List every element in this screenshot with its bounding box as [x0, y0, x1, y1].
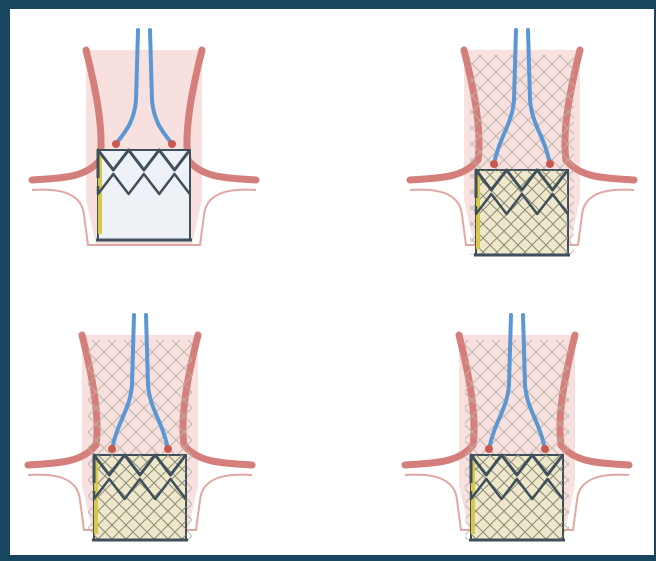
panel-bottom-right: [405, 315, 629, 540]
graft-mesh: [471, 455, 563, 540]
catheter-tip-right: [546, 160, 554, 168]
catheter-tip-left: [485, 445, 493, 453]
graft-mesh: [476, 170, 568, 255]
valve-graft-body: [98, 150, 190, 240]
catheter-tip-right: [164, 445, 172, 453]
graft-mesh: [94, 455, 186, 540]
catheter-tip-right: [541, 445, 549, 453]
panel-top-left: [32, 30, 256, 245]
catheter-tip-left: [108, 445, 116, 453]
catheter-tip-right: [168, 140, 176, 148]
panel-bottom-left: [28, 315, 252, 540]
catheter-tip-left: [490, 160, 498, 168]
panel-top-right: [410, 30, 634, 255]
catheter-tip-left: [112, 140, 120, 148]
